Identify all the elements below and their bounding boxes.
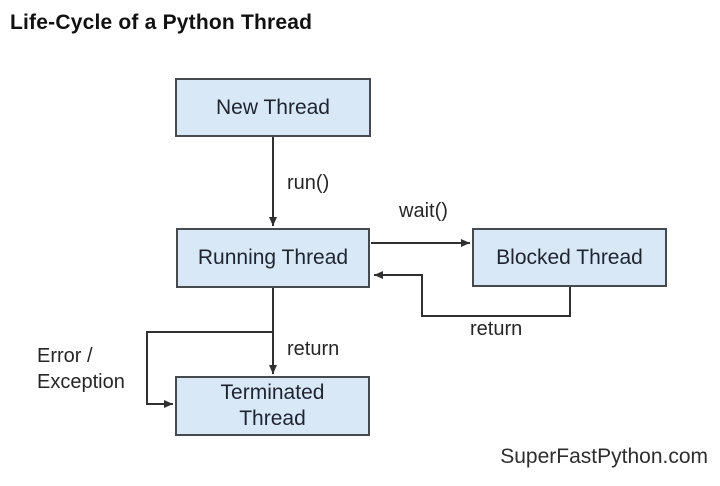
node-terminated-thread-label-line2: Thread <box>239 407 306 430</box>
node-running-thread: Running Thread <box>176 228 370 288</box>
node-blocked-thread-label: Blocked Thread <box>496 245 643 269</box>
edge-error-exception-arrow <box>146 331 273 408</box>
node-new-thread-label: New Thread <box>215 95 330 119</box>
watermark-text: SuperFastPython.com <box>500 445 708 468</box>
edge-label-run: run() <box>287 172 330 194</box>
edge-return-from-blocked-arrow <box>374 271 571 317</box>
node-new-thread: New Thread <box>175 78 371 137</box>
diagram-title: Life-Cycle of a Python Thread <box>10 11 313 34</box>
edge-label-error-line2: Exception <box>37 371 125 393</box>
node-blocked-thread: Blocked Thread <box>472 228 667 287</box>
edge-label-error-line1: Error / <box>37 345 93 367</box>
edge-label-wait: wait() <box>399 200 448 222</box>
edge-label-return-from-blocked: return <box>470 318 523 340</box>
node-terminated-thread-label-line1: Terminated <box>220 381 325 404</box>
edge-label-error-exception: Error / Exception <box>37 343 125 395</box>
edge-label-return-from-running: return <box>287 338 340 360</box>
node-terminated-thread: Terminated Thread <box>175 376 370 436</box>
node-running-thread-label: Running Thread <box>197 246 349 269</box>
